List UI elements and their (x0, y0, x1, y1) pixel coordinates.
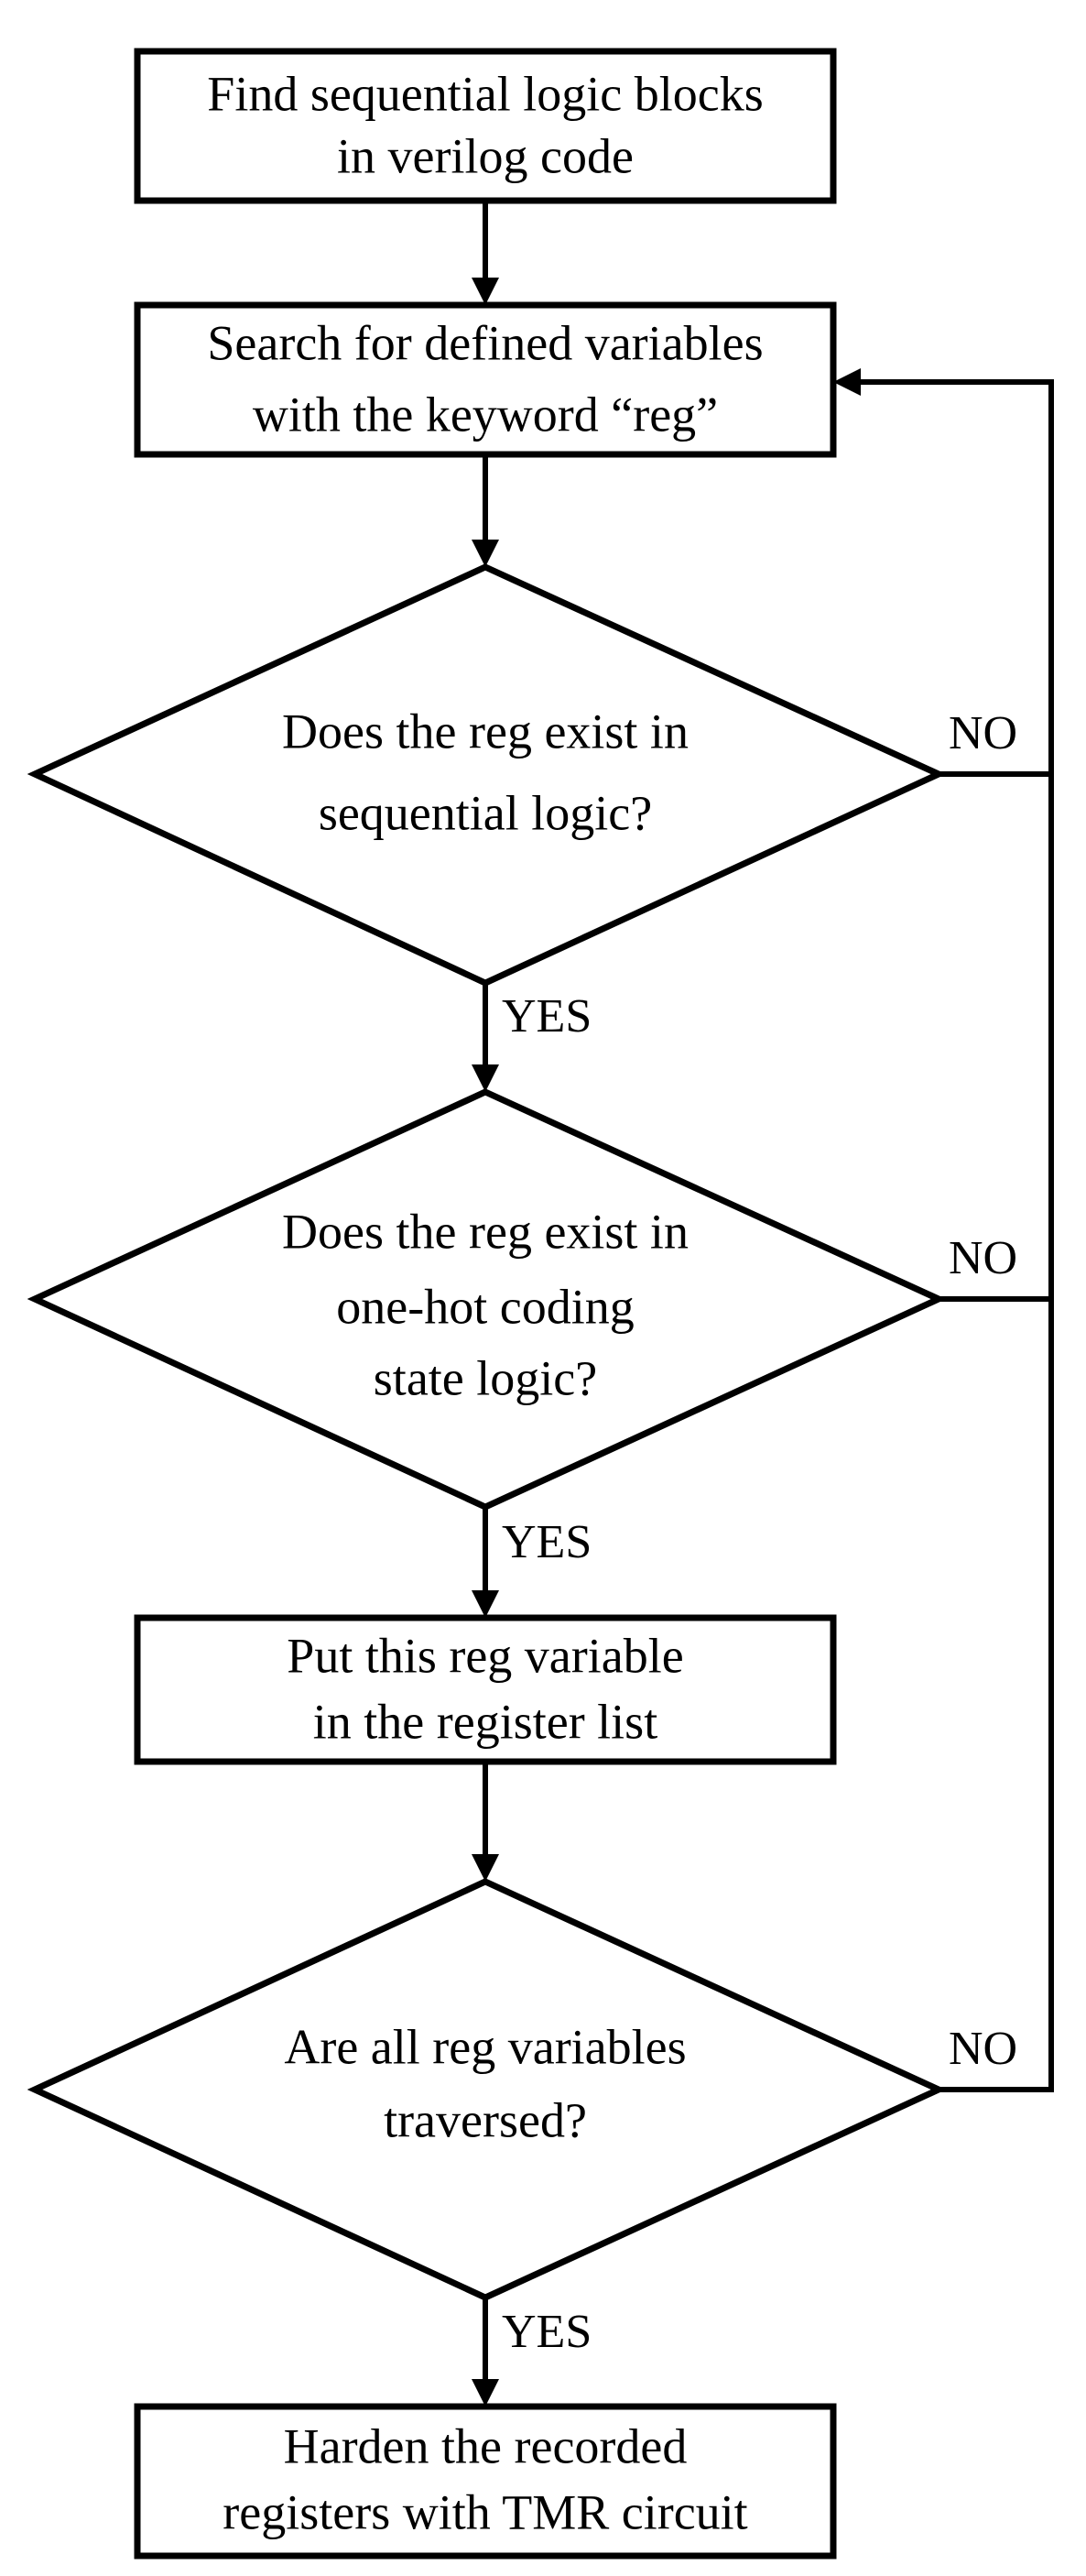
decision-sequential-line2: sequential logic? (319, 785, 652, 840)
search-variables-line2: with the keyword “reg” (253, 387, 718, 442)
decision-sequential-line1: Does the reg exist in (282, 704, 689, 759)
decision-traversed-line2: traversed? (384, 2092, 587, 2147)
no-feedback-loop: NO NO NO (833, 368, 1054, 2092)
yes-label-1: YES (502, 990, 592, 1042)
no-label-2: NO (949, 1232, 1017, 1284)
connector-search-to-decision1 (472, 454, 499, 567)
put-register-line2: in the register list (313, 1694, 657, 1749)
connector-decision1-yes: YES (472, 983, 592, 1092)
harden-line2: registers with TMR circuit (223, 2484, 747, 2539)
process-box-search-variables (134, 301, 837, 458)
no-label-3: NO (949, 2023, 1017, 2075)
step-put-register: Put this reg variable in the register li… (134, 1614, 837, 1765)
decision-traversed-line1: Are all reg variables (284, 2019, 686, 2074)
decision-onehot-line2: one-hot coding (336, 1279, 634, 1334)
decision-diamond-sequential (27, 563, 947, 987)
decision-sequential-logic: Does the reg exist in sequential logic? (27, 563, 947, 987)
process-box-put-register (134, 1614, 837, 1765)
put-register-line1: Put this reg variable (287, 1628, 683, 1683)
process-box-harden (134, 2403, 837, 2560)
find-blocks-line1: Find sequential logic blocks (207, 66, 763, 121)
decision-onehot-state: Does the reg exist in one-hot coding sta… (27, 1088, 947, 1511)
find-blocks-line2: in verilog code (337, 128, 634, 183)
no-label-1: NO (949, 707, 1017, 759)
harden-line1: Harden the recorded (284, 2418, 688, 2473)
connector-put-to-decision3 (472, 1762, 499, 1882)
decision-diamond-traversed (27, 1878, 947, 2301)
loop-return-arrowhead (833, 368, 861, 396)
step-search-variables: Search for defined variables with the ke… (134, 301, 837, 458)
step-find-blocks: Find sequential logic blocks in verilog … (134, 48, 837, 204)
connector-decision2-yes: YES (472, 1507, 592, 1618)
decision-onehot-line3: state logic? (374, 1350, 597, 1405)
search-variables-line1: Search for defined variables (207, 315, 763, 370)
decision-all-traversed: Are all reg variables traversed? (27, 1878, 947, 2301)
connector-decision3-yes: YES (472, 2298, 592, 2407)
process-box-find-blocks (134, 48, 837, 204)
yes-label-3: YES (502, 2306, 592, 2358)
decision-onehot-line1: Does the reg exist in (282, 1204, 689, 1259)
yes-label-2: YES (502, 1516, 592, 1568)
step-harden-registers: Harden the recorded registers with TMR c… (134, 2403, 837, 2560)
connector-find-to-search (472, 201, 499, 305)
